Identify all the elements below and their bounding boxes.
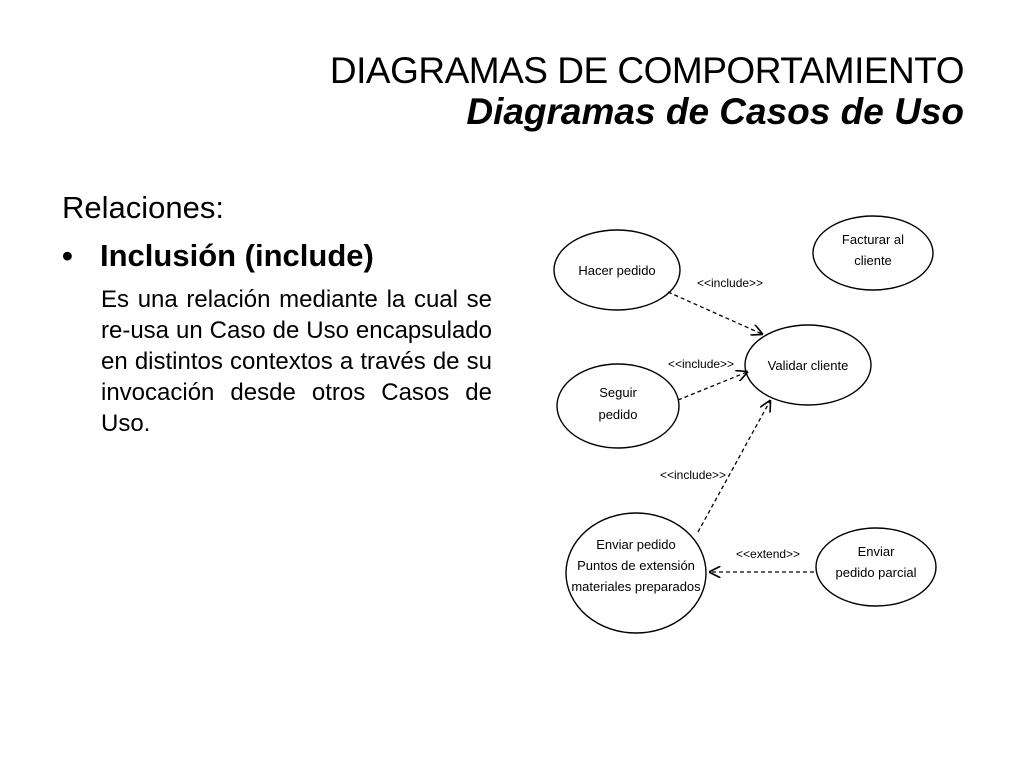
relation-include-hacer-validar: <<include>>	[667, 276, 763, 334]
bullet-title: Inclusión (include)	[100, 238, 374, 273]
use-case-hacer-pedido: Hacer pedido	[553, 229, 681, 311]
use-case-label: Validar cliente	[768, 358, 849, 373]
relation-include-enviar-validar: <<include>>	[660, 401, 770, 533]
relation-include-seguir-validar: <<include>>	[668, 357, 747, 401]
use-case-label: Hacer pedido	[578, 263, 655, 278]
relation-label: <<include>>	[697, 276, 763, 290]
use-case-facturar-cliente: Facturar al cliente	[812, 215, 934, 291]
use-case-label: pedido parcial	[836, 565, 917, 580]
relation-label: <<extend>>	[736, 547, 800, 561]
title-subtitle: Diagramas de Casos de Uso	[466, 91, 964, 132]
relation-extend-parcial-enviar: <<extend>>	[710, 547, 814, 572]
bullet-icon: •	[62, 238, 73, 273]
use-case-label: Enviar	[858, 544, 896, 559]
use-case-label: Puntos de extensión	[577, 558, 695, 573]
relations-heading: Relaciones:	[62, 190, 224, 225]
relation-label: <<include>>	[660, 468, 726, 482]
use-case-validar-cliente: Validar cliente	[744, 324, 872, 406]
relation-label: <<include>>	[668, 357, 734, 371]
use-case-label: Seguir	[599, 385, 637, 400]
slide-title: DIAGRAMAS DE COMPORTAMIENTO Diagramas de…	[329, 50, 965, 132]
use-case-enviar-pedido-parcial: Enviar pedido parcial	[815, 527, 937, 607]
bullet-item: • Inclusión (include)	[62, 238, 374, 274]
use-case-label: materiales preparados	[571, 579, 701, 594]
use-case-label: Enviar pedido	[596, 537, 676, 552]
use-case-label: Facturar al	[842, 232, 904, 247]
use-case-diagram: Hacer pedido Facturar al cliente Validar…	[553, 215, 937, 634]
title-main: DIAGRAMAS DE COMPORTAMIENTO	[329, 50, 965, 91]
use-case-enviar-pedido: Enviar pedido Puntos de extensión materi…	[565, 512, 707, 634]
use-case-label: cliente	[854, 253, 892, 268]
description-paragraph: Es una relación mediante la cual se re-u…	[101, 286, 492, 437]
use-case-label: pedido	[598, 407, 637, 422]
use-case-seguir-pedido: Seguir pedido	[556, 363, 680, 449]
